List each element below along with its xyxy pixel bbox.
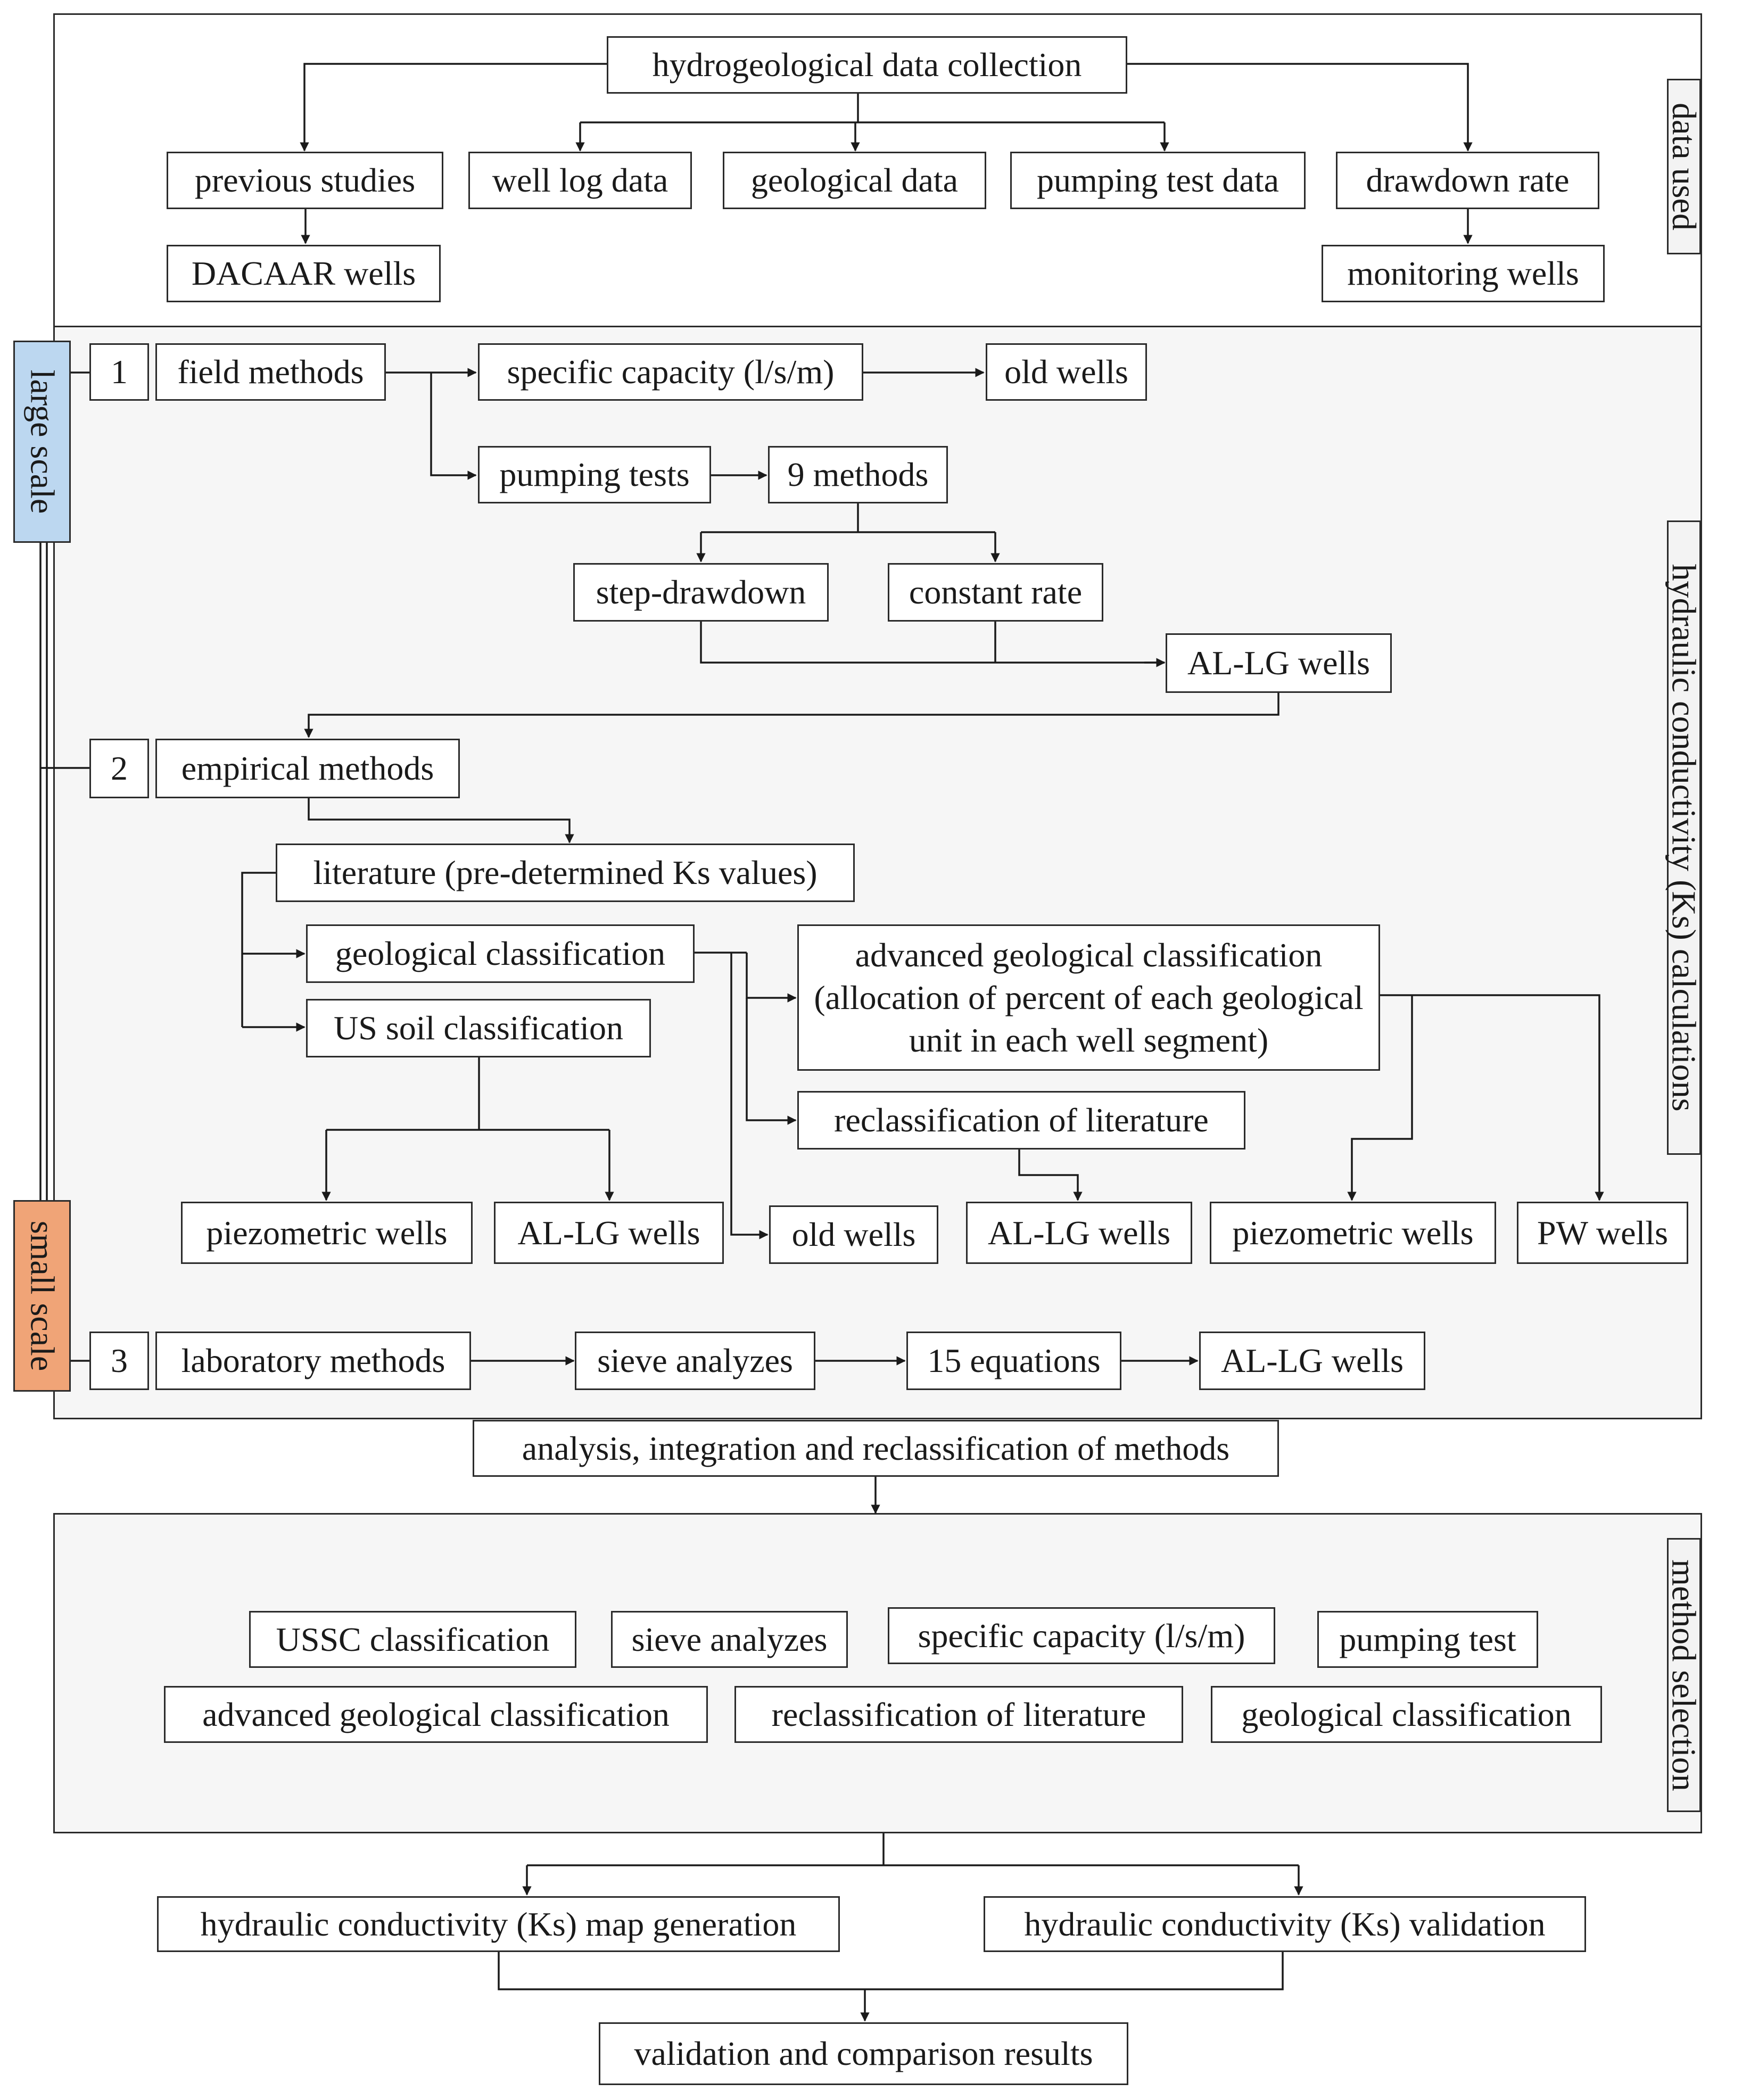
specific-capacity-box: specific capacity (l/s/m) — [478, 343, 863, 401]
alg-wells-box-1: AL-LG wells — [494, 1202, 724, 1264]
arrow-to-pumping-tests — [430, 373, 477, 480]
well-log-data-box: well log data — [468, 152, 692, 209]
sieve-analyzes-selection-box: sieve analyzes — [611, 1611, 848, 1668]
pumping-test-selection-box: pumping test — [1317, 1611, 1538, 1668]
constant-rate-box: constant rate — [888, 563, 1103, 622]
alg-wells-box-2: AL-LG wells — [966, 1202, 1192, 1264]
advanced-geological-selection-box: advanced geological classification — [164, 1686, 708, 1743]
data-used-label: data used — [1665, 79, 1703, 254]
specific-capacity-selection-box: specific capacity (l/s/m) — [888, 1607, 1275, 1664]
arrow-to-piezo2 — [1347, 995, 1413, 1201]
arrow-to-empirical — [304, 693, 1279, 738]
arrow-to-advanced — [746, 953, 797, 1003]
step-number-1: 1 — [89, 343, 149, 401]
old-wells-box: old wells — [986, 343, 1147, 401]
arrow-to-previous-studies — [300, 63, 607, 152]
method-selection-label: method selection — [1665, 1538, 1703, 1812]
step-drawdown-box: step-drawdown — [573, 563, 829, 622]
analysis-integration-box: analysis, integration and reclassificati… — [473, 1420, 1279, 1477]
arrow-to-pw-wells — [1380, 994, 1604, 1201]
piezometric-wells-box-2: piezometric wells — [1210, 1202, 1496, 1264]
step-number-2: 2 — [89, 739, 149, 798]
ussc-classification-box: USSC classification — [249, 1611, 576, 1668]
piezometric-wells-box-1: piezometric wells — [181, 1202, 473, 1264]
arrow-to-reclass — [746, 998, 797, 1125]
validation-box: hydraulic conductivity (Ks) validation — [984, 1896, 1586, 1952]
arrow-to-old-wells-2 — [730, 953, 769, 1239]
alg-wells-field-box: AL-LG wells — [1166, 633, 1392, 693]
hydrogeological-data-collection-box: hydrogeological data collection — [607, 36, 1127, 94]
arrow-to-alg2 — [1018, 1150, 1083, 1201]
small-scale-label: small scale — [13, 1200, 71, 1392]
monitoring-wells-box: monitoring wells — [1322, 245, 1605, 302]
reclassification-selection-box: reclassification of literature — [734, 1686, 1183, 1743]
fifteen-equations-box: 15 equations — [906, 1332, 1121, 1390]
sieve-analyzes-box: sieve analyzes — [575, 1332, 815, 1390]
arrow-to-drawdown-rate — [1127, 63, 1473, 152]
advanced-geological-classification-box: advanced geological classification (allo… — [797, 924, 1380, 1071]
step-number-3: 3 — [89, 1332, 149, 1390]
geological-data-box: geological data — [723, 152, 986, 209]
large-scale-label: large scale — [13, 341, 71, 543]
alg-wells-lab-box: AL-LG wells — [1199, 1332, 1425, 1390]
empirical-methods-box: empirical methods — [155, 739, 460, 798]
method-selection-section — [53, 1513, 1702, 1833]
geological-classification-box: geological classification — [306, 924, 695, 983]
pumping-tests-box: pumping tests — [478, 446, 711, 503]
reclassification-of-literature-box: reclassification of literature — [797, 1091, 1245, 1150]
dacaar-wells-box: DACAAR wells — [167, 245, 441, 302]
validation-comparison-results-box: validation and comparison results — [599, 2022, 1128, 2085]
geological-classification-selection-box: geological classification — [1211, 1686, 1602, 1743]
literature-box: literature (pre-determined Ks values) — [276, 844, 855, 902]
hydraulic-calculations-label: hydraulic conductivity (Ks) calculations — [1665, 520, 1703, 1155]
previous-studies-box: previous studies — [167, 152, 443, 209]
map-generation-box: hydraulic conductivity (Ks) map generati… — [157, 1896, 840, 1952]
pw-wells-box: PW wells — [1517, 1202, 1688, 1264]
us-soil-classification-box: US soil classification — [306, 999, 651, 1057]
laboratory-methods-box: laboratory methods — [155, 1332, 471, 1390]
pumping-test-data-box: pumping test data — [1010, 152, 1306, 209]
drawdown-rate-box: drawdown rate — [1336, 152, 1599, 209]
arrow-to-literature — [308, 798, 574, 844]
old-wells-box-2: old wells — [769, 1205, 938, 1264]
field-methods-box: field methods — [155, 343, 386, 401]
nine-methods-box: 9 methods — [768, 446, 948, 503]
